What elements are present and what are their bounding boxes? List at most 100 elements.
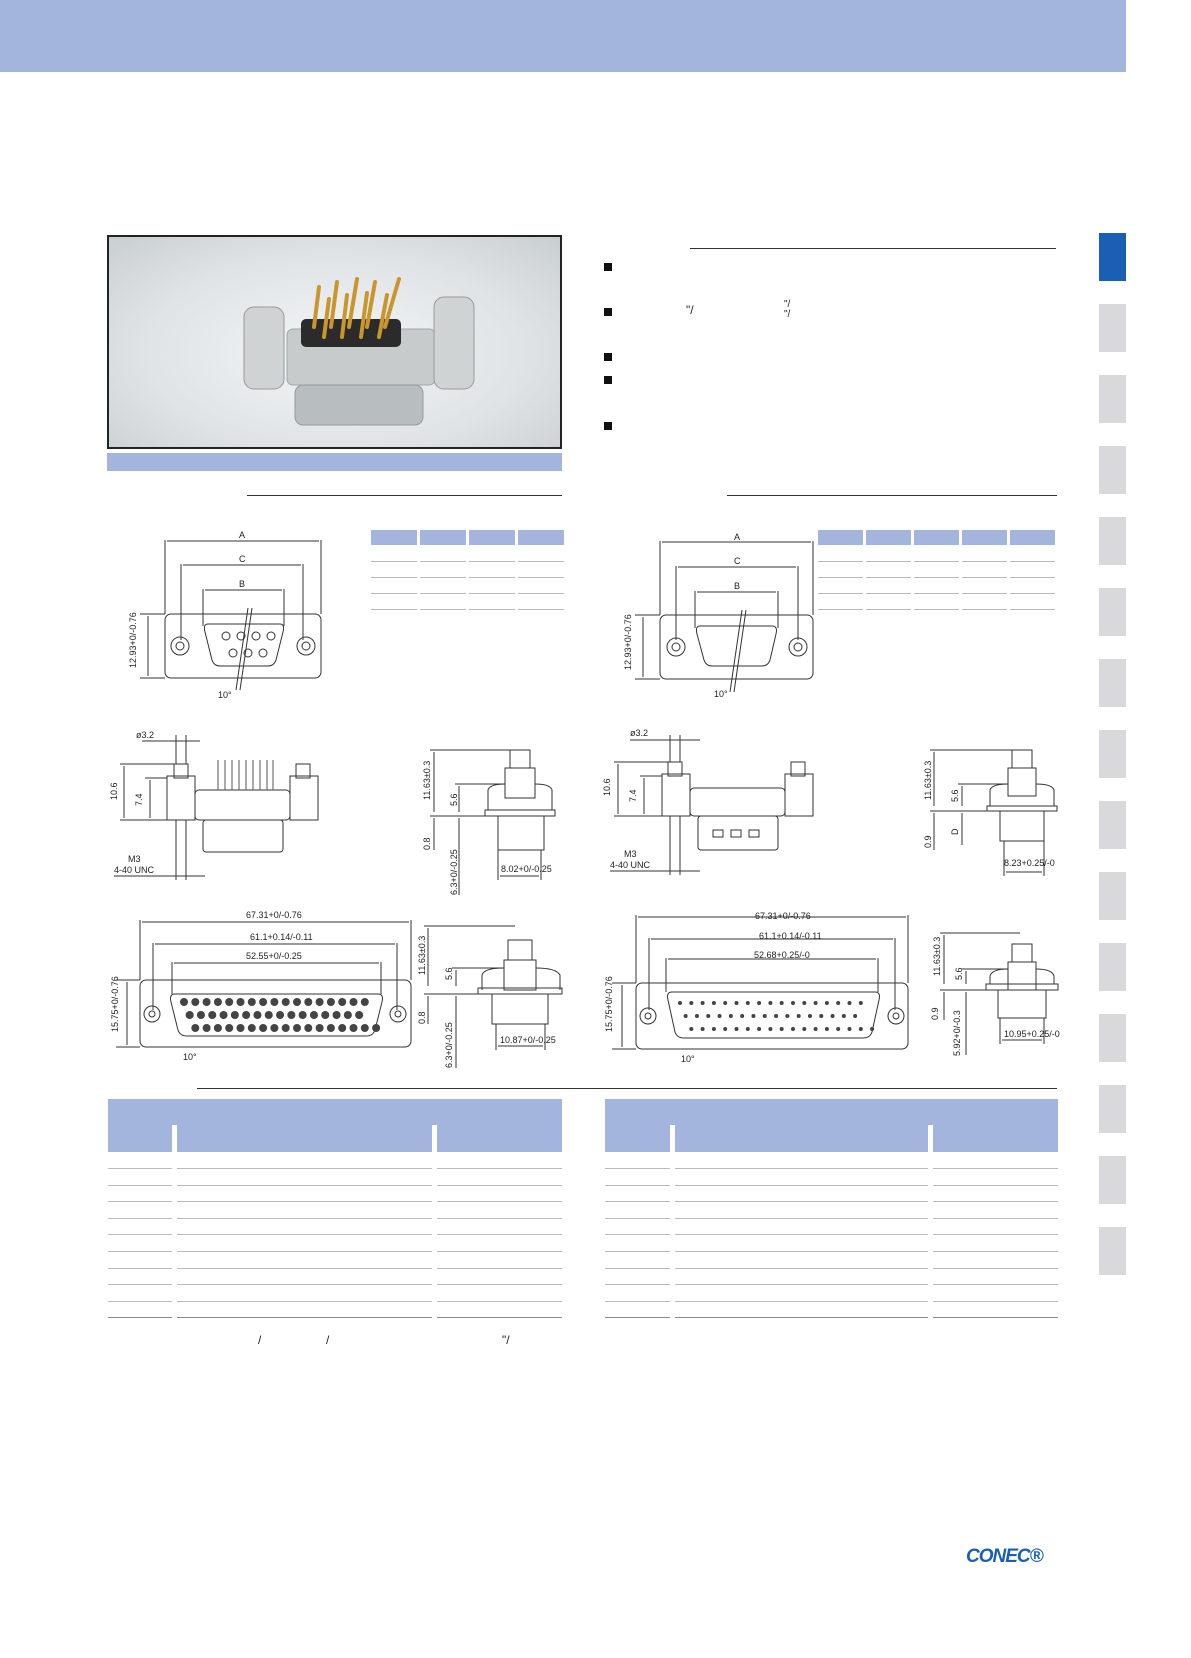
dimension-label: 5.6: [444, 967, 454, 980]
contact-pin: [774, 1014, 779, 1018]
side-tab[interactable]: [1099, 588, 1126, 636]
dimension-label: M3: [128, 854, 141, 864]
contact-pin: [191, 998, 200, 1006]
drawing-front-50-right: [612, 915, 909, 1050]
divider: [690, 248, 1056, 249]
side-tab[interactable]: [1099, 304, 1126, 352]
side-tab[interactable]: [1099, 659, 1126, 707]
side-tab[interactable]: [1099, 233, 1126, 281]
contact-pin: [180, 998, 188, 1006]
table-row-line: [437, 1300, 562, 1302]
table-row-line: [108, 1284, 172, 1286]
dimension-label: M3: [624, 849, 637, 859]
contact-pin: [706, 1014, 711, 1018]
side-tab[interactable]: [1099, 1014, 1126, 1062]
drawing-front-9-left: [140, 540, 322, 691]
contact-pin: [711, 1001, 716, 1005]
contact-pin: [683, 1014, 688, 1018]
table-row-line: [469, 561, 515, 562]
contact-pin: [185, 1011, 194, 1019]
bullet-icon: [604, 353, 612, 361]
contact-pin: [304, 1024, 313, 1032]
table-row-line: [518, 577, 564, 578]
contact-pin: [349, 998, 358, 1006]
table-row-line: [108, 1251, 172, 1252]
dimension-label: 61.1+0.14/-0.11: [250, 932, 313, 942]
table-row-line: [108, 1201, 172, 1203]
dimension-label: 10°: [183, 1052, 197, 1062]
dimension-label: 67.31+0/-0.76: [246, 910, 302, 920]
contact-pin: [858, 1001, 863, 1005]
table-row-line: [469, 577, 515, 578]
table-row-line: [371, 577, 417, 578]
table-row-line: [437, 1217, 562, 1219]
footnote-fragment: /: [258, 1333, 262, 1347]
feature-fragment: "/: [784, 299, 791, 310]
table-row-line: [420, 577, 466, 578]
contact-pin: [757, 1001, 762, 1005]
dimension-label: A: [734, 532, 740, 542]
table-row-line: [675, 1317, 928, 1319]
table-header-cell: [518, 530, 564, 545]
contact-pin: [247, 1024, 256, 1032]
dimension-label: 0.9: [930, 1007, 940, 1020]
dimension-label: 10.6: [109, 782, 119, 800]
conec-logo: CONEC®: [966, 1546, 1044, 1567]
table-row-line: [675, 1217, 928, 1219]
table-row-line: [108, 1267, 172, 1269]
divider: [197, 1088, 1057, 1089]
table-row-line: [675, 1267, 928, 1269]
table-header-band: [108, 1099, 562, 1125]
dimension-label: ø3.2: [136, 730, 154, 740]
table-row-line: [177, 1251, 432, 1252]
side-tab[interactable]: [1099, 943, 1126, 991]
side-tab[interactable]: [1099, 1156, 1126, 1204]
dimension-label: A: [239, 530, 245, 540]
table-row-line: [866, 577, 911, 578]
side-tab[interactable]: [1099, 730, 1126, 778]
table-row-line: [108, 1217, 172, 1219]
side-tab[interactable]: [1099, 1085, 1126, 1133]
contact-pin: [847, 1027, 852, 1031]
table-row-line: [675, 1168, 928, 1169]
side-tab[interactable]: [1099, 801, 1126, 849]
table-header-cell: [962, 530, 1007, 545]
side-tab[interactable]: [1099, 1227, 1126, 1275]
contact-pin: [355, 1011, 364, 1019]
table-row-line: [437, 1201, 562, 1203]
table-row-line: [177, 1267, 432, 1269]
table-row-line: [437, 1267, 562, 1269]
dimension-label: 6.3+0/-0.25: [444, 1022, 454, 1068]
table-row-line: [866, 561, 911, 562]
contact-pin: [332, 1011, 341, 1019]
dimension-label: 8.02+0/-0.25: [501, 864, 552, 874]
dimension-label: 12.93+0/-0.76: [128, 612, 138, 668]
contact-pin: [813, 1001, 818, 1005]
contact-pin: [700, 1001, 705, 1005]
table-row-line: [437, 1251, 562, 1252]
table-row-line: [177, 1201, 432, 1203]
dimension-label: 61.1+0.14/-0.11: [759, 931, 822, 941]
side-tab[interactable]: [1099, 517, 1126, 565]
drawing-profile-50-right: [940, 932, 1059, 1055]
side-tab[interactable]: [1099, 446, 1126, 494]
contact-pin: [321, 1011, 330, 1019]
table-row-line: [177, 1217, 432, 1219]
bullet-icon: [604, 308, 612, 316]
drawing-front-50-left: [116, 920, 412, 1048]
table-row-line: [605, 1300, 670, 1302]
contact-pin: [824, 1001, 829, 1005]
table-row-line: [605, 1317, 670, 1319]
side-tab[interactable]: [1099, 872, 1126, 920]
contact-pin: [326, 998, 335, 1006]
side-tab[interactable]: [1099, 375, 1126, 423]
photo-caption-bar: [107, 453, 562, 471]
table-row-line: [1010, 609, 1055, 610]
contact-pin: [281, 1024, 290, 1032]
bullet-icon: [604, 263, 612, 271]
table-row-line: [437, 1184, 562, 1186]
contact-pin: [236, 1024, 245, 1032]
table-row-line: [605, 1217, 670, 1219]
table-row-line: [108, 1168, 172, 1169]
